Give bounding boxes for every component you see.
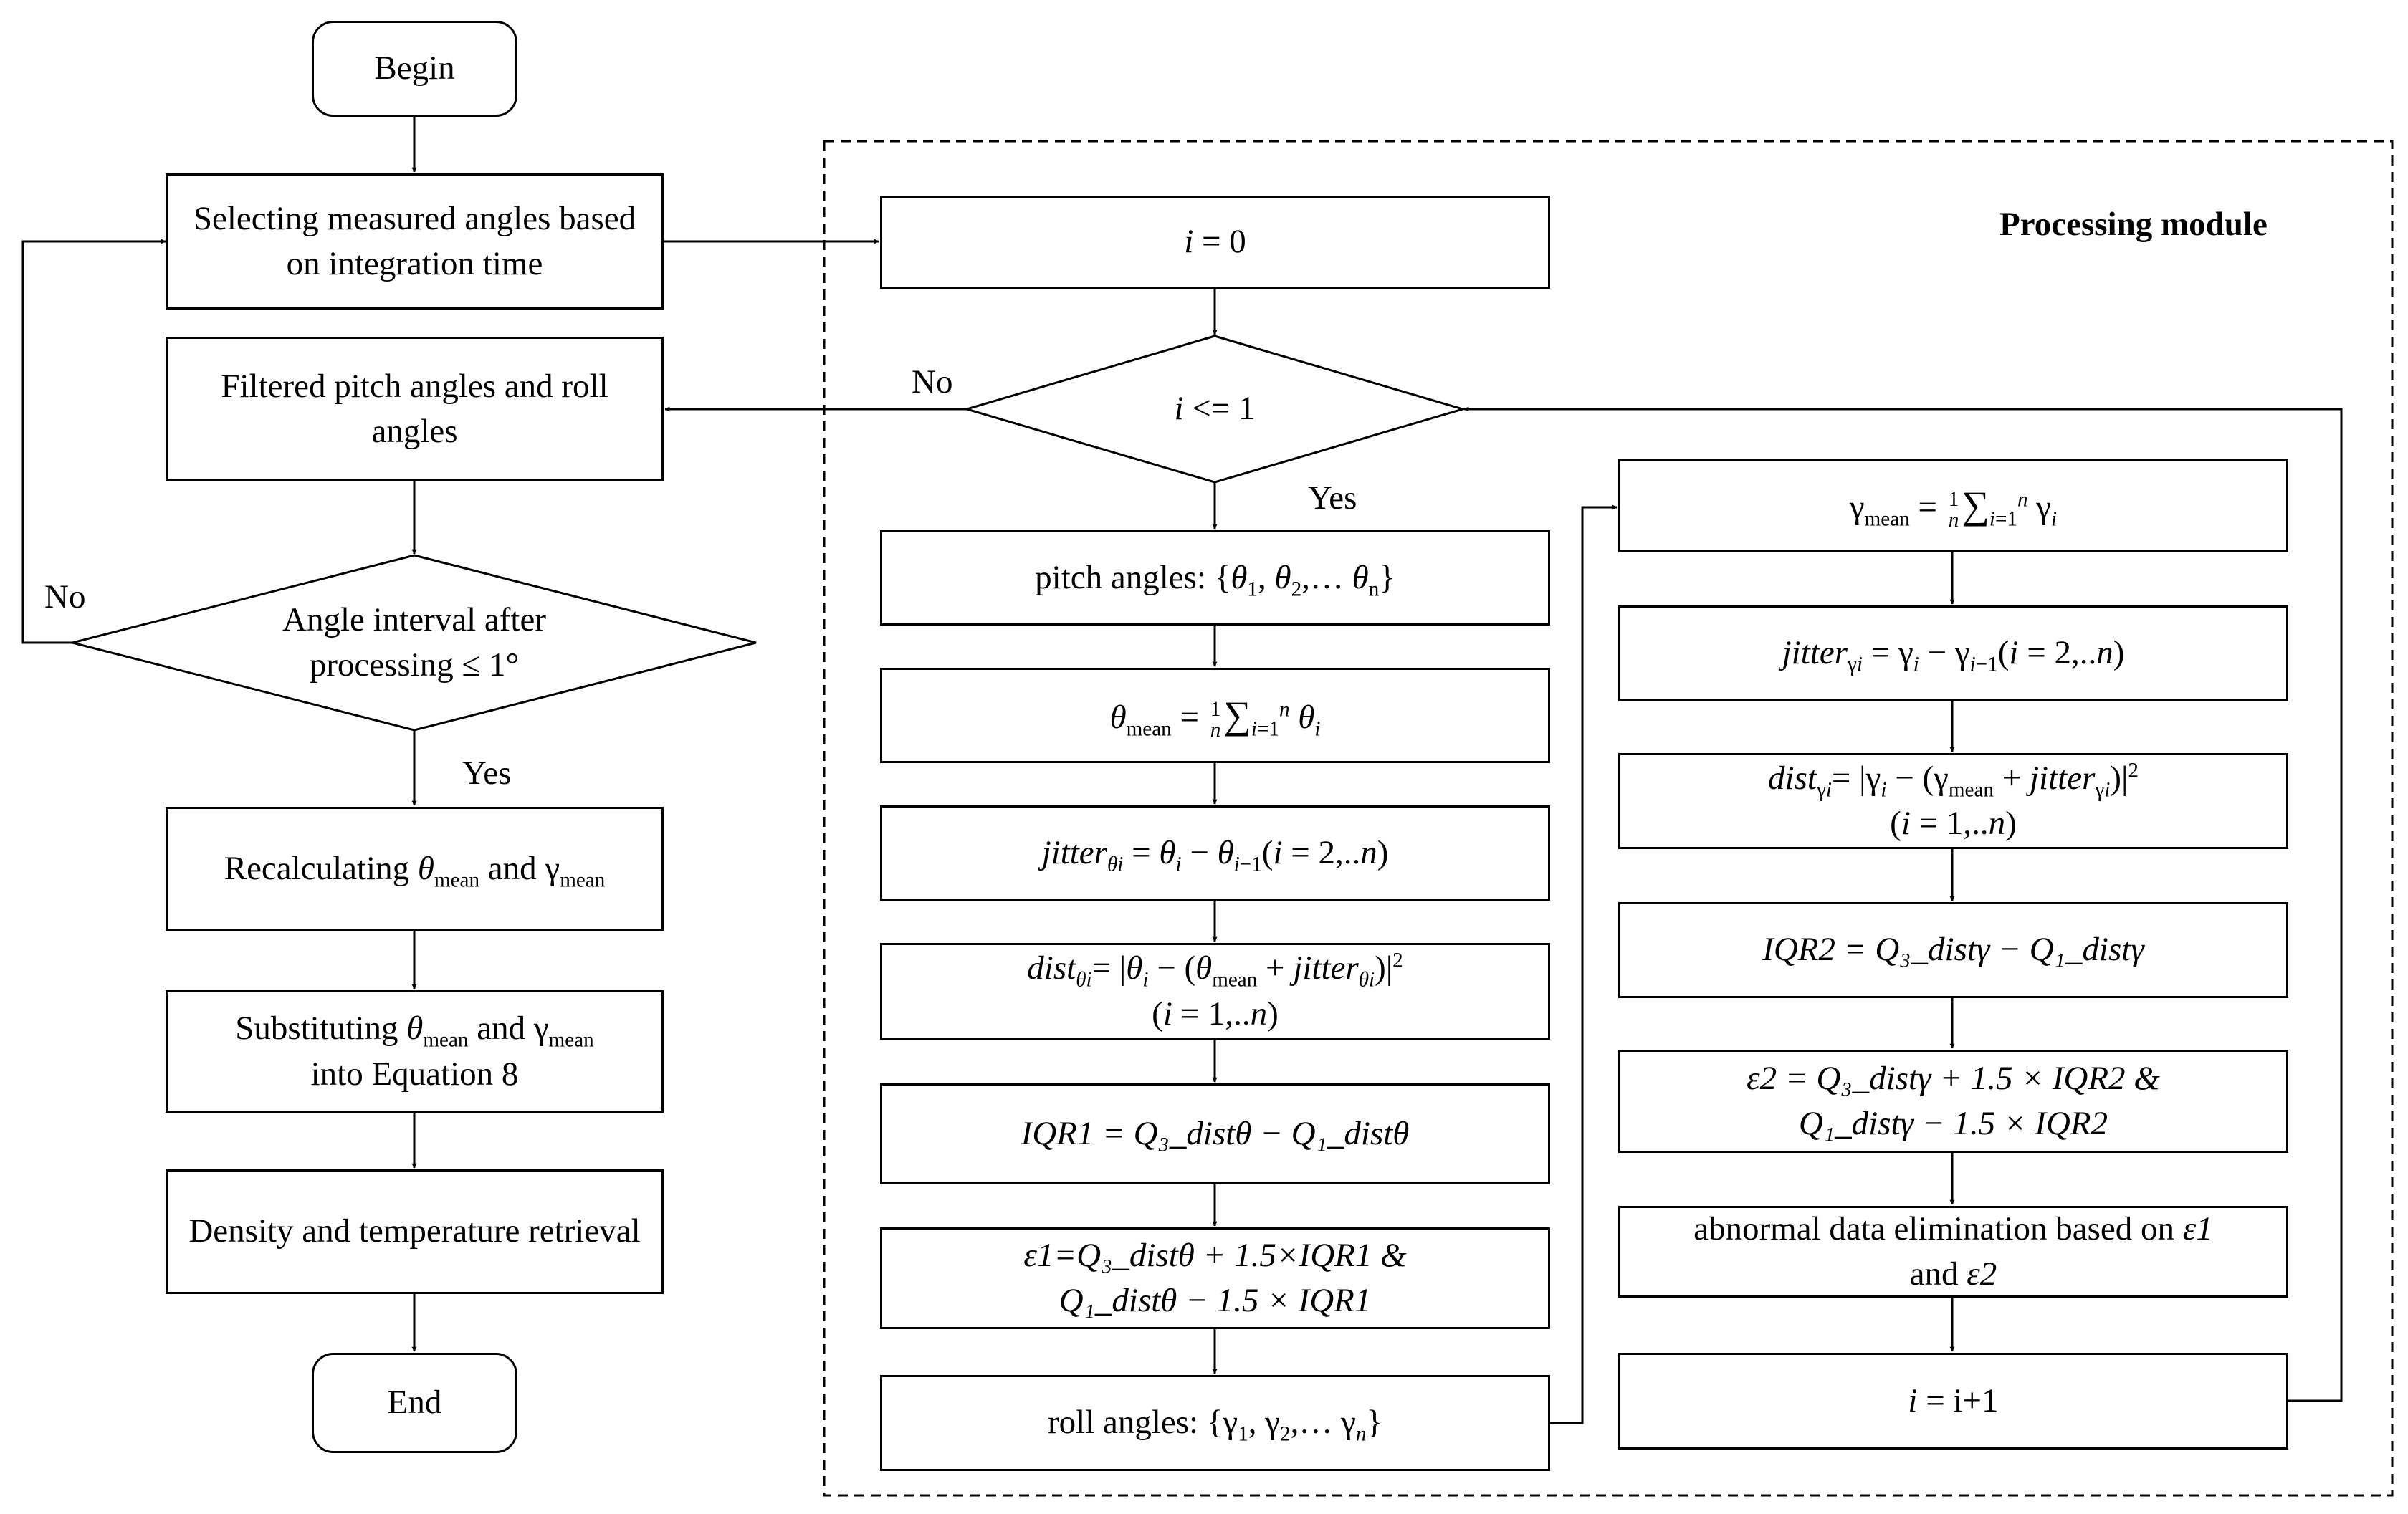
arrow-roll-to-gamma-mean bbox=[1550, 504, 1618, 1424]
iqr1-step: IQR1 = Q₃_distθ − Q₁_distθ bbox=[880, 1083, 1550, 1184]
density-retrieval-step: Density and temperature retrieval bbox=[166, 1169, 664, 1294]
no-label-mid: No bbox=[912, 363, 953, 401]
dist-theta-formula: distθi= |θi − (θmean + jitterθi)|2(i = 1… bbox=[1027, 949, 1403, 1033]
select-angles-step: Selecting measured angles based on integ… bbox=[166, 173, 664, 310]
epsilon1-formula: ε1=Q₃_distθ + 1.5×IQR1 &Q₁_distθ − 1.5 ×… bbox=[1023, 1236, 1407, 1319]
jitter-gamma-step: jitterγi = γi − γi−1(i = 2,..n) bbox=[1618, 605, 2288, 701]
arrow-increment-loop bbox=[1463, 406, 2343, 1402]
yes-label-mid: Yes bbox=[1308, 479, 1357, 517]
jitter-theta-formula: jitterθi = θi − θi−1(i = 2,..n) bbox=[1041, 833, 1389, 876]
angle-interval-decision: Angle interval after processing ≤ 1° bbox=[236, 589, 592, 696]
no-label-left: No bbox=[44, 578, 86, 615]
filtered-angles-step: Filtered pitch angles and roll angles bbox=[166, 337, 664, 481]
init-index-label: i = 0 bbox=[1184, 223, 1246, 261]
pitch-angles-label: pitch angles: {θ1, θ2,… θn} bbox=[1035, 558, 1395, 601]
dist-gamma-step: distγi= |γi − (γmean + jitterγi)|2(i = 1… bbox=[1618, 753, 2288, 849]
epsilon2-step: ε2 = Q₃_distγ + 1.5 × IQR2 &Q₁_distγ − 1… bbox=[1618, 1050, 2288, 1153]
iqr2-formula: IQR2 = Q₃_distγ − Q₁_distγ bbox=[1762, 931, 2144, 969]
arrow-decision-no-loop bbox=[22, 239, 166, 644]
processing-module-frame bbox=[823, 140, 2394, 1497]
processing-module-title: Processing module bbox=[2000, 206, 2268, 243]
index-decision-label: i <= 1 bbox=[1174, 390, 1256, 428]
increment-index-step: i = i+1 bbox=[1618, 1353, 2288, 1450]
yes-label-left: Yes bbox=[462, 754, 512, 792]
select-angles-label: Selecting measured angles based on integ… bbox=[193, 199, 636, 282]
end-label: End bbox=[387, 1384, 442, 1422]
pitch-angles-step: pitch angles: {θ1, θ2,… θn} bbox=[880, 530, 1550, 626]
begin-terminal: Begin bbox=[312, 21, 517, 117]
dist-theta-step: distθi= |θi − (θmean + jitterθi)|2(i = 1… bbox=[880, 943, 1550, 1040]
recalculate-label: Recalculating θmean and γmean bbox=[224, 849, 606, 892]
recalculate-step: Recalculating θmean and γmean bbox=[166, 807, 664, 931]
jitter-theta-step: jitterθi = θi − θi−1(i = 2,..n) bbox=[880, 805, 1550, 901]
iqr1-formula: IQR1 = Q₃_distθ − Q₁_distθ bbox=[1021, 1114, 1410, 1152]
increment-index-label: i = i+1 bbox=[1908, 1381, 1999, 1419]
dist-gamma-formula: distγi= |γi − (γmean + jitterγi)|2(i = 1… bbox=[1768, 758, 2139, 842]
index-decision: i <= 1 bbox=[1089, 380, 1340, 438]
begin-label: Begin bbox=[374, 49, 455, 87]
roll-angles-step: roll angles: {γ1, γ2,… γn} bbox=[880, 1375, 1550, 1471]
epsilon1-step: ε1=Q₃_distθ + 1.5×IQR1 &Q₁_distθ − 1.5 ×… bbox=[880, 1227, 1550, 1329]
init-index-step: i = 0 bbox=[880, 196, 1550, 289]
roll-angles-label: roll angles: {γ1, γ2,… γn} bbox=[1047, 1404, 1383, 1446]
end-terminal: End bbox=[312, 1353, 517, 1453]
density-retrieval-label: Density and temperature retrieval bbox=[188, 1212, 641, 1250]
epsilon2-formula: ε2 = Q₃_distγ + 1.5 × IQR2 &Q₁_distγ − 1… bbox=[1747, 1059, 2160, 1142]
filtered-angles-label: Filtered pitch angles and roll angles bbox=[221, 367, 608, 450]
jitter-gamma-formula: jitterγi = γi − γi−1(i = 2,..n) bbox=[1782, 634, 2125, 676]
iqr2-step: IQR2 = Q₃_distγ − Q₁_distγ bbox=[1618, 902, 2288, 998]
angle-interval-label: Angle interval after processing ≤ 1° bbox=[282, 600, 546, 684]
